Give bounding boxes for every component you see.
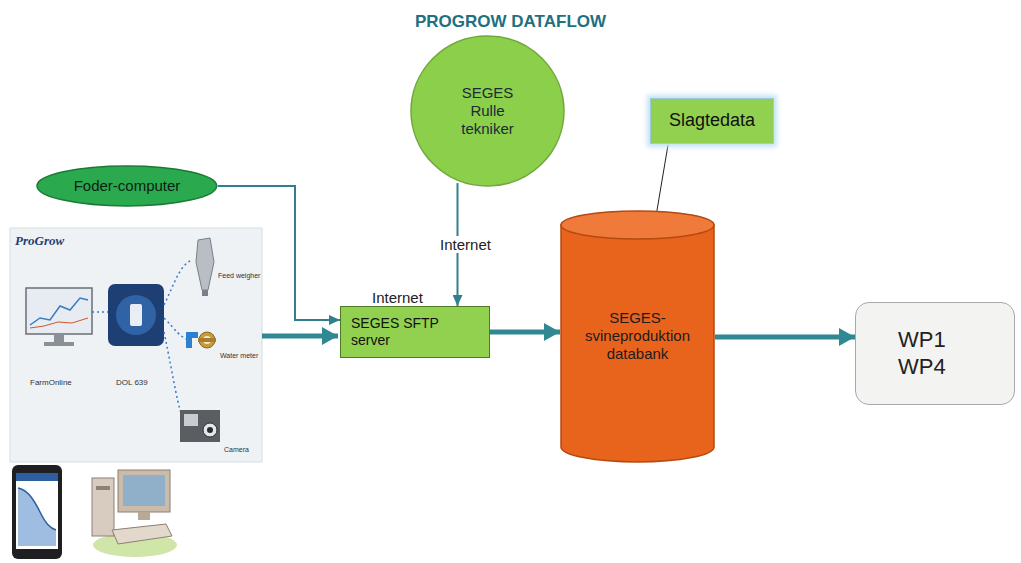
device-label: FarmOnline [30, 378, 72, 387]
illustration-part [92, 478, 114, 536]
node-label: Slagtedata [669, 110, 755, 132]
node-text-group: SEGES SFTP server [351, 315, 456, 349]
illustration-part [16, 473, 58, 481]
illustration-part [123, 475, 165, 506]
node-text-group: Foder-computer [74, 177, 181, 195]
flow-arrow [490, 330, 560, 335]
illustration-part [112, 524, 172, 544]
feed-weigher-icon [196, 238, 214, 296]
cylinder-top [561, 211, 714, 239]
illustration-part [164, 260, 192, 305]
illustration-part [30, 318, 88, 328]
illustration-part [92, 311, 108, 313]
water-meter-icon [186, 332, 216, 348]
illustration-part [16, 473, 58, 549]
node-text-group: WP1 WP4 [898, 327, 948, 380]
node-text-group: Slagtedata [669, 110, 755, 132]
ellipse-shape [411, 36, 564, 186]
source-box: Slagtedata [650, 98, 774, 144]
illustration-part [96, 486, 110, 490]
illustration-part [186, 332, 198, 348]
farmonline-monitor [26, 288, 92, 346]
network-label: Internet [372, 289, 423, 306]
phone-illustration [12, 465, 62, 559]
diagram-title: PROGROW DATAFLOW [0, 12, 1021, 32]
panel-arrow [262, 334, 338, 339]
device-label: Feed weigher [218, 272, 260, 280]
illustration-part [199, 332, 215, 348]
illustration-part [108, 284, 164, 346]
illustration-part [18, 488, 56, 546]
illustration-part [203, 423, 217, 437]
node-label: WP1 WP4 [898, 327, 948, 380]
illustration-part [184, 414, 198, 426]
edge-label: Internet [438, 236, 493, 253]
illustration-part [54, 334, 64, 342]
node-label: SEGES- svineproduktion databank [579, 309, 697, 363]
device-label: DOL 639 [116, 378, 148, 387]
dol-controller [108, 284, 164, 346]
device-label: Water meter [220, 352, 258, 360]
database-cylinder: SEGES- svineproduktion databank [560, 210, 715, 462]
device-label: Camera [224, 446, 249, 454]
illustration-part [116, 295, 156, 335]
illustration-part [164, 332, 184, 420]
node-label: Foder-computer [74, 177, 181, 195]
illustration-part [44, 342, 74, 346]
cylinder-body [561, 225, 714, 462]
illustration-part [196, 238, 214, 290]
illustration-part [138, 512, 150, 520]
illustration-part [202, 290, 208, 296]
node-label: SEGES SFTP server [351, 315, 456, 349]
illustration-part [207, 427, 213, 433]
illustration-part [10, 228, 262, 462]
dotted-links [92, 260, 192, 420]
illustration-part [198, 338, 216, 342]
illustration-part [26, 288, 92, 334]
node-text-group: SEGES- svineproduktion databank [579, 309, 697, 363]
data-line [218, 186, 340, 320]
computer-illustration [92, 470, 177, 557]
target-box: WP1 WP4 [855, 302, 1015, 405]
brand-label: ProGrow [15, 234, 64, 249]
progrow-panel [10, 228, 262, 462]
illustration-part [118, 470, 170, 512]
node-label: SEGES Rulle tekniker [448, 84, 528, 138]
illustration-part [180, 410, 220, 442]
actor-circle: SEGES Rulle tekniker [410, 35, 565, 187]
flow-arrow [715, 335, 855, 340]
ellipse-shape [37, 166, 217, 206]
source-ellipse: Foder-computer [36, 165, 218, 207]
illustration-part [12, 465, 62, 559]
server-box: SEGES SFTP server [340, 306, 490, 358]
node-text-group: SEGES Rulle tekniker [448, 84, 528, 138]
illustration-part [130, 304, 142, 326]
illustration-part [18, 488, 56, 530]
camera-icon [180, 410, 220, 442]
